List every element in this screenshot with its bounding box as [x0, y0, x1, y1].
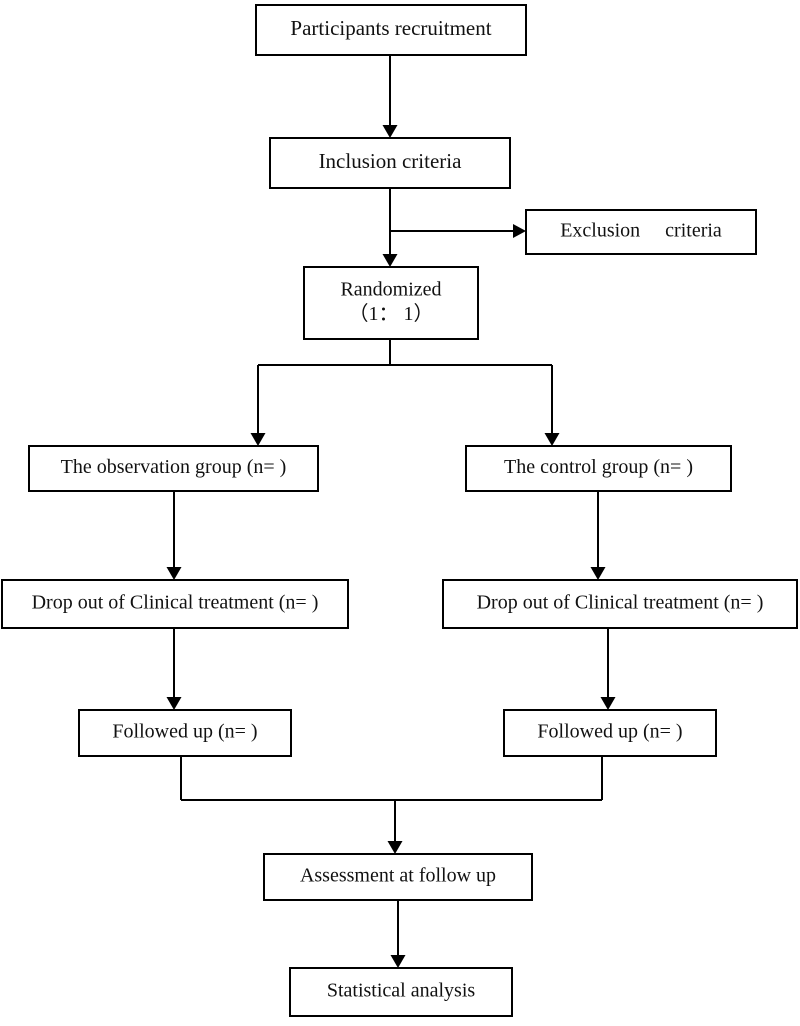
node-box [262, 852, 534, 902]
node-label: The control group (n= ) [504, 456, 693, 478]
arrowhead-down [600, 697, 616, 710]
node-label: Exclusion criteria [560, 220, 722, 242]
node-box [27, 444, 320, 493]
connector-recruitment-to-inclusion [382, 55, 398, 138]
connector-observation-to-dropout [166, 491, 182, 580]
node-inclusion-criteria: Inclusion criteria [268, 136, 512, 190]
connector-split-to-observation [250, 365, 266, 446]
node-box [464, 444, 733, 493]
connector-assessment-to-statistical [390, 900, 406, 968]
connector-control-to-dropout [590, 491, 606, 580]
node-assessment-at-follow-up: Assessment at follow up [262, 852, 534, 902]
node-box [502, 708, 718, 758]
node-box [441, 578, 799, 630]
node-label: Assessment at follow up [300, 865, 496, 887]
node-participants-recruitment: Participants recruitment [254, 3, 528, 57]
node-label: Randomized [340, 278, 441, 300]
arrowhead-down [166, 697, 182, 710]
arrowhead-down [250, 433, 266, 446]
node-label: Statistical analysis [327, 980, 476, 1002]
arrowhead-right [513, 224, 526, 238]
node-label: Participants recruitment [290, 16, 491, 40]
node-randomized: Randomized（1： 1） [302, 265, 480, 341]
node-label: The observation group (n= ) [61, 456, 287, 478]
arrowhead-down [390, 955, 406, 968]
node-control-group: The control group (n= ) [464, 444, 733, 493]
arrowhead-down [382, 254, 398, 267]
node-box [77, 708, 293, 758]
node-label: Followed up (n= ) [112, 721, 257, 743]
connector-split-to-control [544, 365, 560, 446]
node-followed-up-control: Followed up (n= ) [502, 708, 718, 758]
connector-inclusion-to-randomized [382, 188, 398, 267]
node-observation-group: The observation group (n= ) [27, 444, 320, 493]
node-label: Followed up (n= ) [537, 721, 682, 743]
node-dropout-observation: Drop out of Clinical treatment (n= ) [0, 578, 350, 630]
arrowhead-down [544, 433, 560, 446]
node-box [268, 136, 512, 190]
connector-dropout-to-followed-right [600, 628, 616, 710]
node-label: Inclusion criteria [319, 149, 463, 173]
node-box [524, 208, 758, 256]
node-statistical-analysis: Statistical analysis [288, 966, 514, 1018]
connector-inclusion-to-exclusion [390, 224, 526, 238]
node-label: （1： 1） [349, 302, 434, 325]
node-box [302, 265, 480, 341]
node-dropout-control: Drop out of Clinical treatment (n= ) [441, 578, 799, 630]
arrowhead-down [382, 125, 398, 138]
node-box [254, 3, 528, 57]
arrowhead-down [387, 841, 403, 854]
connector-dropout-to-followed-left [166, 628, 182, 710]
node-box [0, 578, 350, 630]
node-followed-up-observation: Followed up (n= ) [77, 708, 293, 758]
connector-layer [166, 55, 616, 968]
node-exclusion-criteria: Exclusion criteria [524, 208, 758, 256]
connector-merge-to-assessment [387, 800, 403, 854]
node-box [288, 966, 514, 1018]
arrowhead-down [166, 567, 182, 580]
arrowhead-down [590, 567, 606, 580]
node-label: Drop out of Clinical treatment (n= ) [32, 592, 319, 614]
node-label: Drop out of Clinical treatment (n= ) [477, 592, 764, 614]
